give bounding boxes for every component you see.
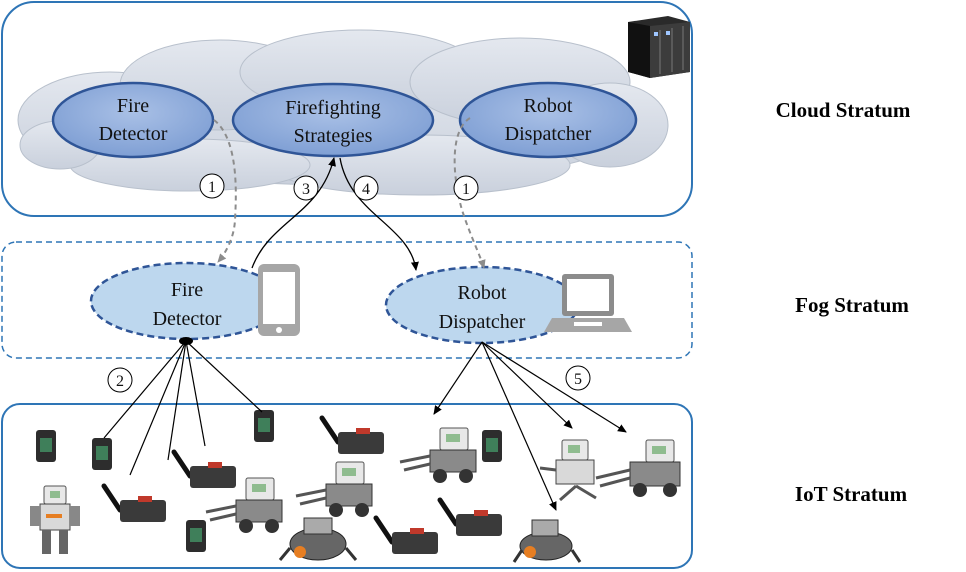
fog-fire-detector-label-2: Detector [153, 308, 222, 330]
step-1-left-marker [199, 173, 225, 199]
cloud-firefighting-label-1: Firefighting [285, 97, 381, 119]
wireless-sensor-icon [373, 515, 438, 554]
step-5-label: 5 [574, 371, 582, 388]
iot-stratum-label: IoT Stratum [795, 482, 908, 506]
robot-icon [512, 519, 582, 563]
cloud-firefighting-strategies-node[interactable] [231, 82, 435, 158]
cloud-robot-dispatcher-node[interactable] [458, 81, 638, 159]
wireless-sensor-icon [437, 497, 502, 536]
dispatch-links [433, 341, 627, 511]
dashed-arrow-cloud-to-fog-right [453, 117, 486, 269]
server-rack-icon [628, 16, 690, 78]
robot-icon [595, 439, 681, 497]
cloud-fire-detector-label-2: Detector [99, 123, 168, 145]
junction-dot [179, 337, 193, 345]
sensor-device-icon [254, 410, 274, 442]
wireless-sensor-icon [171, 449, 236, 488]
laptop-icon [544, 274, 632, 332]
cloud-stratum-label: Cloud Stratum [776, 98, 911, 122]
step-3-label: 3 [302, 181, 310, 198]
step-3-marker [293, 175, 319, 201]
robot-icon [399, 427, 477, 483]
robot-icon [205, 477, 283, 533]
arrow-strategies-to-dispatcher [339, 157, 419, 271]
sensor-links [103, 340, 263, 476]
cloud-robot-dispatcher-label-1: Robot [524, 95, 573, 117]
cloud-robot-dispatcher-label-2: Dispatcher [505, 123, 592, 145]
step-1-left-label: 1 [208, 179, 216, 196]
step-5-marker [565, 365, 591, 391]
dashed-arrow-cloud-to-fog-left [213, 119, 237, 263]
robot-icon [539, 439, 597, 502]
arrow-fog-to-strategies [251, 157, 336, 269]
fog-robot-dispatcher-label-1: Robot [458, 282, 507, 304]
fog-fire-detector-label-1: Fire [171, 279, 203, 301]
step-4-marker [353, 175, 379, 201]
step-2-label: 2 [116, 373, 124, 390]
fog-stratum-label: Fog Stratum [795, 293, 909, 317]
robot-icon [295, 461, 373, 517]
cloud-fire-detector-label-1: Fire [117, 95, 149, 117]
smartphone-icon [258, 264, 300, 336]
robot-icon [30, 485, 80, 554]
sensor-device-icon [36, 430, 56, 462]
sensor-device-icon [482, 430, 502, 462]
wireless-sensor-icon [101, 483, 166, 522]
sensor-device-icon [92, 438, 112, 470]
step-1-right-marker [453, 175, 479, 201]
step-1-right-label: 1 [462, 181, 470, 198]
sensor-device-icon [186, 520, 206, 552]
wireless-sensor-icon [319, 415, 384, 454]
fog-robot-dispatcher-label-2: Dispatcher [439, 311, 526, 333]
robot-icon [278, 517, 358, 561]
cloud-firefighting-label-2: Strategies [294, 125, 373, 147]
step-2-marker [107, 367, 133, 393]
cloud-fire-detector-node[interactable] [51, 81, 215, 159]
step-4-label: 4 [362, 181, 370, 198]
